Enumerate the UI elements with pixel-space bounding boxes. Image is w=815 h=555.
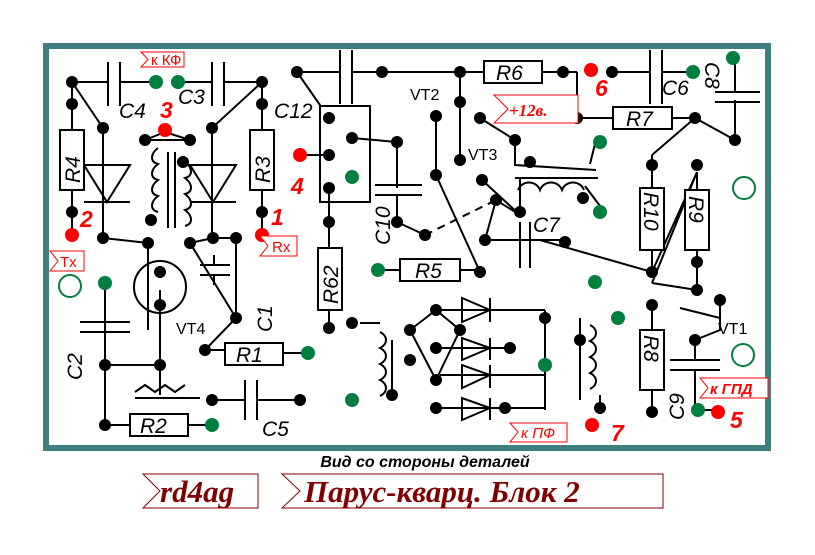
label-vt2: VT2 — [410, 87, 439, 104]
label-c8: C8 — [700, 62, 723, 89]
pads — [66, 66, 741, 431]
label-r62: R62 — [320, 265, 343, 304]
pin-7: 7 — [611, 420, 625, 446]
resistor-r2 — [129, 413, 189, 437]
label-c2: C2 — [64, 353, 87, 380]
connector-tx: Tx — [60, 254, 77, 271]
pin-1: 1 — [271, 204, 284, 230]
label-r5: R5 — [415, 260, 442, 283]
resistor-r5 — [399, 258, 461, 282]
label-c7: C7 — [533, 214, 561, 237]
label-c12: C12 — [274, 100, 313, 123]
label-c4: C4 — [119, 100, 146, 123]
label-r4: R4 — [62, 156, 85, 183]
pin-5: 5 — [730, 407, 744, 433]
connector-gpd: к ГПД — [710, 381, 753, 398]
ground-pads — [98, 51, 740, 432]
title-frame — [280, 473, 664, 509]
label-r6: R6 — [496, 62, 523, 85]
resistor-r4 — [59, 129, 85, 191]
connector-flags — [48, 51, 769, 443]
label-r2: R2 — [140, 415, 167, 438]
label-vt1: VT1 — [718, 321, 747, 338]
component-labels: C4 C3 C12 R4 R3 VT2 VT3 R6 R7 C6 C8 R10 … — [62, 62, 747, 441]
pin-6: 6 — [595, 75, 608, 101]
pin-2: 2 — [79, 206, 93, 232]
component-bodies — [59, 60, 710, 437]
label-c6: C6 — [662, 77, 689, 100]
connector-rx: Rx — [272, 239, 291, 256]
pin-pads — [65, 63, 725, 432]
label-r8: R8 — [639, 335, 662, 362]
label-r7: R7 — [626, 108, 654, 131]
label-c9: C9 — [666, 393, 689, 420]
view-caption: Вид со стороны деталей — [320, 454, 530, 471]
label-r3: R3 — [252, 156, 275, 183]
author-frame — [141, 473, 259, 509]
resistor-r62 — [317, 247, 343, 311]
block-title: Парус-кварц. Блок 2 — [303, 474, 580, 509]
author-label: rd4ag — [160, 474, 234, 509]
resistor-r7 — [612, 106, 673, 130]
pin-3: 3 — [160, 97, 173, 123]
pin-numbers: 1 2 3 4 5 6 7 — [79, 75, 744, 446]
label-r10: R10 — [639, 192, 662, 231]
connector-plus12v: +12в. — [509, 101, 548, 120]
connector-pf: к ПФ — [521, 425, 555, 442]
resistor-r9 — [684, 189, 710, 251]
resistor-r10 — [639, 187, 665, 251]
pin-4: 4 — [290, 173, 304, 199]
mounting-holes — [58, 176, 756, 367]
connector-kf: к КФ — [151, 52, 181, 69]
label-r1: R1 — [236, 344, 263, 367]
resistor-r6 — [483, 60, 543, 84]
resistor-r8 — [639, 329, 665, 391]
label-r9: R9 — [684, 196, 707, 223]
resistor-r1 — [224, 342, 284, 366]
label-vt4: VT4 — [176, 321, 205, 338]
label-c1: C1 — [254, 305, 277, 332]
label-c5: C5 — [262, 418, 289, 441]
label-vt3: VT3 — [468, 147, 497, 164]
label-c10: C10 — [372, 206, 395, 245]
resistor-r3 — [249, 129, 275, 191]
label-c3: C3 — [178, 86, 205, 109]
